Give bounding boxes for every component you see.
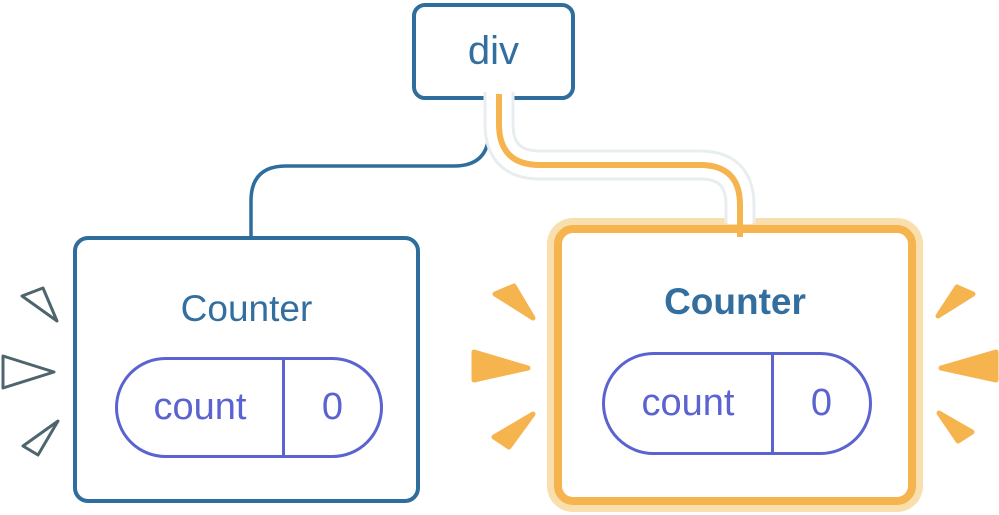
spark-right-top-icon	[935, 284, 976, 319]
edge-casing-white	[486, 91, 753, 224]
pill-divider-right	[771, 355, 774, 452]
tree-node-div: div	[412, 3, 575, 100]
counter-title-right: Counter	[664, 281, 806, 322]
counter-card-left: Counter count 0	[73, 236, 420, 503]
spark-left-middle-icon	[1, 354, 56, 390]
pill-divider-left	[282, 360, 285, 455]
edge-div-to-left-counter	[249, 99, 491, 239]
state-pill-left: count 0	[115, 357, 383, 458]
edge-casing-halo	[483, 92, 756, 223]
counter-card-right-highlighted: Counter count 0	[547, 218, 923, 512]
edge-div-to-right-counter	[496, 94, 743, 237]
spark-middle-middle-icon	[471, 349, 531, 383]
spark-left-top-icon	[20, 286, 59, 323]
spark-right-middle-icon	[938, 349, 999, 383]
div-node-label: div	[467, 29, 520, 73]
state-value-left: 0	[321, 386, 344, 428]
spark-left-bottom-icon	[21, 419, 60, 457]
counter-title-left: Counter	[180, 288, 313, 329]
state-key-right: count	[641, 382, 735, 424]
state-pill-right: count 0	[602, 352, 872, 455]
state-key-left: count	[153, 386, 247, 428]
spark-right-bottom-icon	[936, 410, 975, 444]
spark-middle-bottom-icon	[491, 411, 536, 450]
spark-middle-top-icon	[492, 283, 536, 321]
state-value-right: 0	[810, 382, 833, 424]
